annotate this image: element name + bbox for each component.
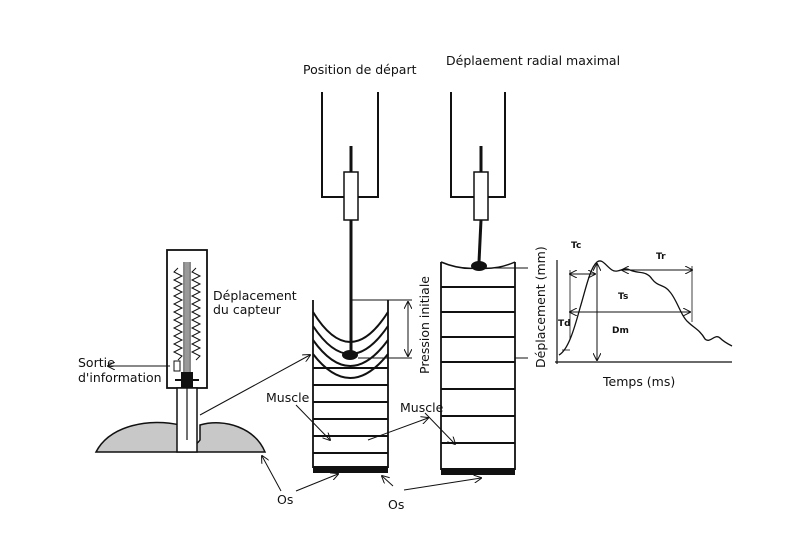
label-pression-initiale: Pression initiale — [417, 276, 432, 374]
displacement-time-graph — [555, 260, 733, 364]
sensor-assembly — [94, 249, 267, 453]
graph-xlabel: Temps (ms) — [602, 374, 675, 389]
label-position-depart: Position de départ — [303, 62, 417, 77]
label-muscle-right: Muscle — [400, 400, 444, 415]
graph-label-td: Td — [558, 319, 571, 329]
label-deplacement-radial: Déplaement radial maximal — [446, 53, 620, 68]
max-displacement-apparatus — [440, 92, 528, 475]
bone-left — [313, 466, 388, 473]
label-os-left: Os — [277, 492, 293, 507]
graph-label-tr: Tr — [656, 252, 666, 262]
graph-label-dm: Dm — [612, 326, 629, 336]
start-position-apparatus — [312, 92, 412, 473]
label-muscle-left: Muscle — [266, 390, 310, 405]
label-sortie-1: Sortie — [78, 355, 115, 370]
pointer-lines — [199, 355, 481, 492]
label-deplacement-capteur-1: Déplacement — [213, 288, 297, 303]
sensor-spring-right — [190, 267, 202, 361]
graph-label-tc: Tc — [571, 241, 581, 251]
label-sortie-2: d'information — [78, 370, 162, 385]
graph-ylabel: Déplacement (mm) — [533, 246, 548, 368]
graph-label-ts: Ts — [618, 292, 628, 302]
displacement-curve — [558, 260, 733, 356]
label-deplacement-capteur-2: du capteur — [213, 302, 282, 317]
label-os-right: Os — [388, 497, 404, 512]
bone-right — [441, 468, 515, 475]
sensor-spring-left — [172, 267, 184, 361]
